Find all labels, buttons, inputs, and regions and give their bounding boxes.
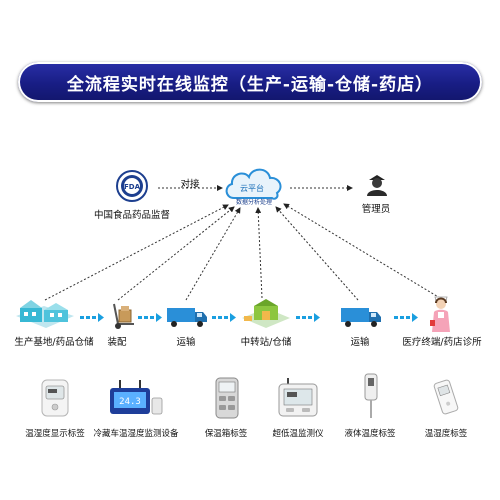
- device-label-5: 液体温度标签: [344, 429, 396, 439]
- line-node5-cloud: [275, 206, 359, 301]
- page-title: 全流程实时在线监控（生产-运输-仓储-药店）: [66, 74, 434, 95]
- temp-humidity-tag-icon: [432, 378, 460, 416]
- flow-arrow-5: [394, 313, 418, 322]
- truck-icon: [166, 306, 208, 328]
- flow-arrow-2: [138, 313, 162, 322]
- hand-truck-icon: [106, 302, 136, 330]
- device-label-4: 超低温监测仪: [272, 429, 324, 439]
- flow-label-transport-2: 运输: [350, 337, 370, 348]
- line-node2-cloud: [117, 206, 235, 301]
- liquid-temp-tag-icon: [362, 372, 380, 420]
- flow-label-terminal: 医疗终端/药店诊所: [402, 337, 482, 348]
- device-label-1: 温湿度显示标签: [25, 429, 85, 439]
- device-label-2: 冷藏车温湿度监测设备: [93, 429, 179, 439]
- fda-badge: FDA: [124, 183, 141, 191]
- line-node4-cloud: [255, 207, 263, 299]
- title-banner: 全流程实时在线监控（生产-运输-仓储-药店）: [18, 62, 482, 102]
- flow-label-transport-1: 运输: [176, 337, 196, 348]
- flow-arrow-1: [80, 313, 104, 322]
- flow-label-assembly: 装配: [107, 337, 127, 348]
- svg-text:24.3: 24.3: [119, 397, 141, 407]
- cloud-sublabel: 数据分析处理: [235, 199, 273, 206]
- ultra-low-temp-monitor-icon: [276, 376, 320, 418]
- warehouse-icon: [14, 296, 76, 332]
- nurse-icon: [428, 292, 454, 332]
- cold-chain-monitor-icon: 24.3: [106, 378, 164, 418]
- incubator-tag-icon: [214, 376, 240, 420]
- line-node6-cloud: [283, 203, 441, 299]
- flow-arrows: [80, 313, 418, 322]
- device-label-6: 温湿度标签: [424, 429, 468, 439]
- flow-label-production: 生产基地/药品仓储: [14, 337, 94, 348]
- temp-humidity-display-tag-icon: [40, 378, 70, 418]
- link-label: 对接: [180, 179, 200, 190]
- admin-icon: [366, 172, 388, 196]
- line-node3-cloud: [185, 207, 241, 301]
- transfer-station-icon: [240, 296, 292, 330]
- fda-label: 中国食品药品监督: [93, 210, 171, 221]
- flow-arrow-3: [212, 313, 236, 322]
- truck-icon-2: [340, 306, 382, 328]
- device-label-3: 保温箱标签: [204, 429, 248, 439]
- flow-arrow-4: [296, 313, 320, 322]
- flow-label-transfer: 中转站/仓储: [240, 337, 292, 348]
- fda-seal-icon: FDA: [116, 170, 148, 202]
- admin-label: 管理员: [361, 204, 391, 215]
- cloud-icon: [222, 164, 286, 204]
- cloud-label: 云平台: [240, 184, 264, 193]
